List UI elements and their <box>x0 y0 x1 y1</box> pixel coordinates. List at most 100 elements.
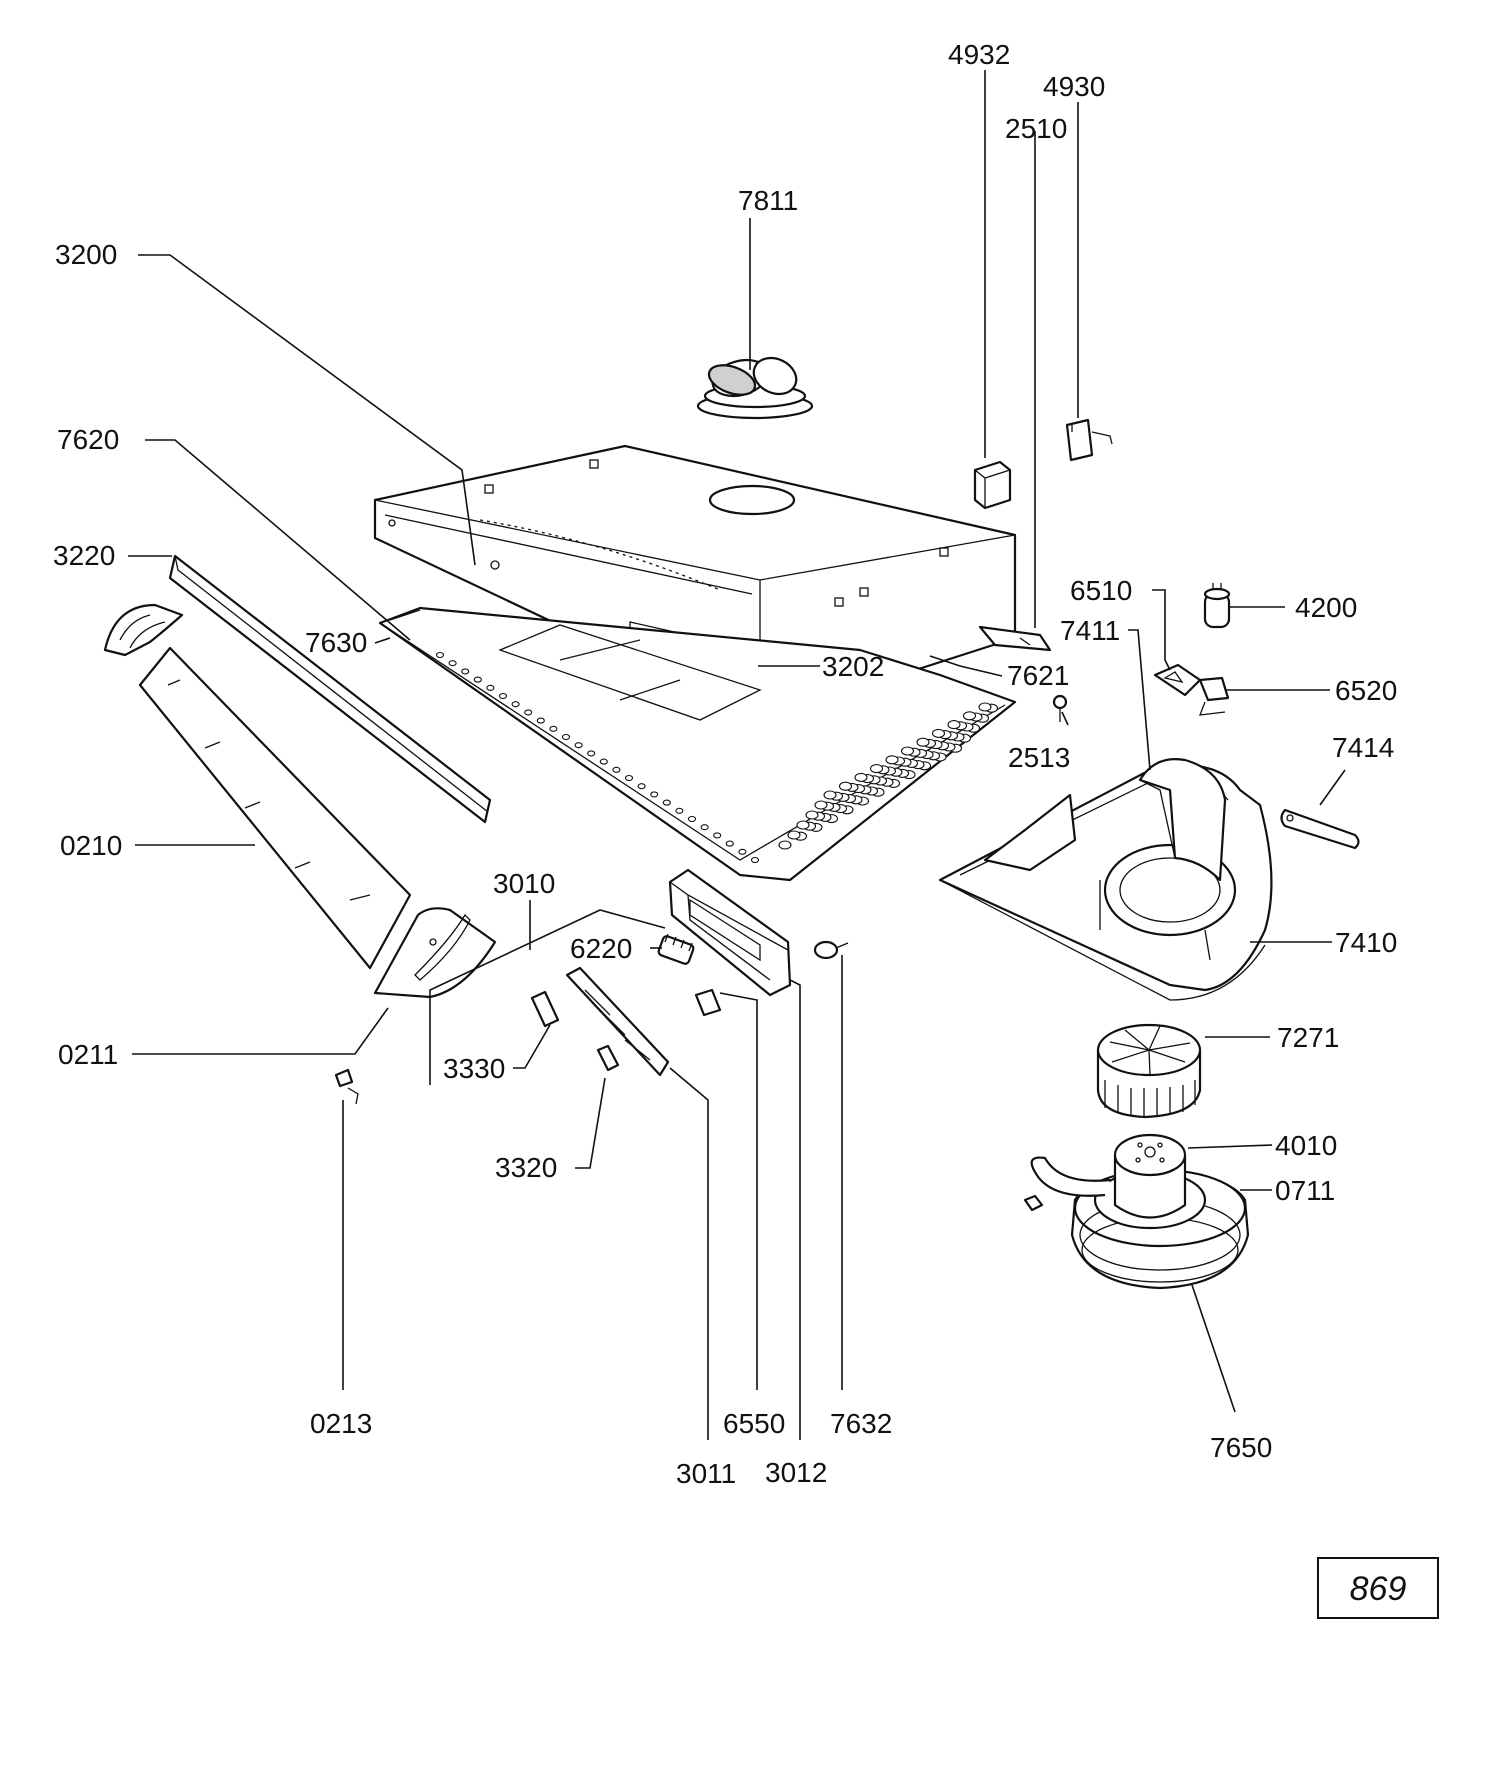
tray-hole <box>838 781 853 791</box>
tray-edge-hole <box>738 848 747 855</box>
label-3320: 3320 <box>495 1152 557 1183</box>
tray-edge-hole <box>435 651 445 659</box>
tray-edge-hole <box>549 725 558 732</box>
tray-edge-hole <box>675 807 684 814</box>
tray-edge-hole <box>448 660 457 667</box>
tray-hole <box>778 840 792 850</box>
tray-perforation <box>435 651 999 864</box>
label-7650: 7650 <box>1210 1432 1272 1463</box>
label-4200: 4200 <box>1295 592 1357 623</box>
tray-edge-hole <box>473 676 482 683</box>
label-7271: 7271 <box>1277 1022 1339 1053</box>
label-3012: 3012 <box>765 1457 827 1488</box>
part-7811-cover <box>696 356 814 420</box>
part-3330-button <box>530 990 560 1028</box>
tray-edge-hole <box>486 684 495 691</box>
tray-edge-hole <box>725 840 734 847</box>
part-end-cap-left <box>103 603 184 657</box>
label-7620: 7620 <box>57 424 119 455</box>
label-0711: 0711 <box>1275 1175 1335 1206</box>
label-7811: 7811 <box>738 185 798 216</box>
part-6510-lamp <box>1153 663 1202 697</box>
tray-edge-hole <box>612 766 621 773</box>
label-6510: 6510 <box>1070 575 1132 606</box>
label-3330: 3330 <box>443 1053 505 1084</box>
tray-edge-hole <box>524 709 533 716</box>
part-3011-switch-bar <box>565 966 670 1077</box>
label-4930: 4930 <box>1043 71 1105 102</box>
label-2513: 2513 <box>1008 742 1070 773</box>
part-7620-filter-tray <box>378 606 1017 882</box>
part-4932-block <box>973 460 1012 510</box>
tray-edge-hole <box>536 717 545 724</box>
tray-hole <box>854 772 868 782</box>
label-3200: 3200 <box>55 239 117 270</box>
part-7410-blower-housing <box>938 758 1273 1001</box>
part-0211-end-cap <box>373 907 497 999</box>
label-3011: 3011 <box>676 1458 736 1489</box>
label-6220: 6220 <box>570 933 632 964</box>
tray-edge-hole <box>574 742 583 749</box>
part-6520-lamp-holder <box>1198 676 1230 716</box>
label-4932: 4932 <box>948 39 1010 70</box>
tray-edge-hole <box>637 783 646 790</box>
tray-edge-hole <box>498 692 508 700</box>
tray-edge-hole <box>662 799 671 806</box>
tray-hole <box>796 820 810 830</box>
part-7414-lever <box>1280 808 1360 850</box>
label-7411: 7411 <box>1060 615 1120 646</box>
tray-hole <box>823 790 837 800</box>
part-0210-glass-panel <box>138 646 412 970</box>
label-3010: 3010 <box>493 868 555 899</box>
tray-hole <box>947 720 961 730</box>
part-7650-motor-assembly <box>1023 1133 1250 1290</box>
label-7414: 7414 <box>1332 732 1394 763</box>
tray-hole <box>931 728 946 738</box>
part-7271-fan-wheel <box>1096 1023 1202 1119</box>
label-4010: 4010 <box>1275 1130 1337 1161</box>
label-2510: 2510 <box>1005 113 1067 144</box>
tray-hole <box>978 702 992 712</box>
tray-edge-hole <box>599 758 608 765</box>
tray-edge-hole <box>750 856 760 864</box>
part-3320-button <box>596 1044 620 1072</box>
tray-hole <box>814 800 828 810</box>
part-6220-switch <box>657 933 695 965</box>
tray-edge-hole <box>700 824 709 831</box>
tray-hole <box>962 711 977 721</box>
label-7410: 7410 <box>1335 927 1397 958</box>
label-0210: 0210 <box>60 830 122 861</box>
tray-edge-hole <box>511 701 520 708</box>
tray-edge-hole <box>561 733 571 741</box>
tray-edge-hole <box>461 668 470 675</box>
part-4200-capacitor <box>1203 583 1231 629</box>
part-7632-hook <box>813 940 849 960</box>
tray-edge-hole <box>650 791 659 798</box>
tray-hole <box>885 755 899 765</box>
tray-edge-hole <box>624 774 634 782</box>
page-number: 869 <box>1350 1570 1407 1608</box>
tray-edge-hole <box>587 750 596 757</box>
part-3220-strip <box>168 554 492 824</box>
part-4930-board <box>1065 418 1113 462</box>
part-6550-piece <box>694 988 722 1017</box>
label-7630: 7630 <box>305 627 367 658</box>
part-2513-screw <box>1052 694 1068 722</box>
tray-hole <box>916 737 930 747</box>
label-3202: 3202 <box>822 651 884 682</box>
part-2510-plate <box>978 625 1052 652</box>
tray-hole <box>869 764 884 774</box>
tray-edge-hole <box>687 815 697 823</box>
part-3010-control-housing <box>668 868 792 997</box>
label-0211: 0211 <box>58 1039 118 1070</box>
part-number-labels: 4932 4930 2510 7811 3200 7620 3220 6510 … <box>53 39 1397 1489</box>
label-0213: 0213 <box>310 1408 372 1439</box>
label-7632: 7632 <box>830 1408 892 1439</box>
label-7621: 7621 <box>1007 660 1069 691</box>
label-6520: 6520 <box>1335 675 1397 706</box>
part-0213-clip <box>334 1068 359 1105</box>
page-number-box: 869 <box>1317 1557 1439 1619</box>
tray-hole <box>805 810 819 820</box>
tray-hole <box>787 830 801 840</box>
